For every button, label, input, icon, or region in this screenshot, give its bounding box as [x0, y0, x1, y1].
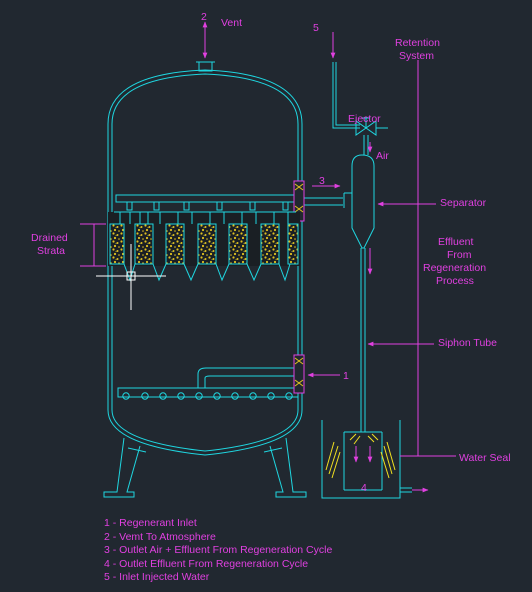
retention-label-line1: Retention — [395, 37, 440, 49]
legend-item-4: 4 - Outlet Effluent From Regeneration Cy… — [104, 558, 308, 570]
legend-item-3: 3 - Outlet Air + Effluent From Regenerat… — [104, 544, 332, 556]
inlet-5-number: 5 — [313, 22, 319, 34]
separator-assembly — [321, 62, 412, 499]
drained-strata-label-line2: Strata — [37, 245, 65, 257]
ejector-label: Ejector — [348, 113, 381, 125]
inlet-1-number: 1 — [343, 370, 349, 382]
drained-strata-label-line1: Drained — [31, 232, 68, 244]
vessel — [107, 61, 303, 456]
legend: 1 - Regenerant Inlet 2 - Vemt To Atmosph… — [104, 517, 332, 583]
water-seal-marks — [325, 433, 396, 479]
bottom-distributor — [117, 354, 305, 400]
cad-cursor — [96, 244, 166, 310]
water-seal-label: Water Seal — [459, 452, 511, 464]
legend-item-1: 1 - Regenerant Inlet — [104, 517, 197, 529]
vessel-legs — [103, 437, 307, 498]
effluent-label-line1: Effluent — [438, 236, 473, 248]
separator-label: Separator — [440, 197, 487, 209]
air-label: Air — [376, 150, 389, 162]
vent-number: 2 — [201, 11, 207, 23]
siphon-tube-label: Siphon Tube — [438, 337, 497, 349]
outlet-4-number: 4 — [361, 482, 367, 494]
retention-line — [400, 60, 456, 457]
effluent-label-line2: From — [447, 249, 472, 261]
vent-label: Vent — [221, 17, 242, 29]
outlet-3-number: 3 — [319, 175, 325, 187]
drained-strata — [108, 211, 300, 282]
legend-item-5: 5 - Inlet Injected Water — [104, 571, 210, 583]
legend-item-2: 2 - Vemt To Atmosphere — [104, 531, 216, 543]
retention-label-line2: System — [399, 50, 434, 62]
effluent-label-line3: Regeneration — [423, 262, 486, 274]
annotation-leaders — [80, 21, 436, 493]
top-distributor — [115, 180, 343, 222]
effluent-label-line4: Process — [436, 275, 474, 287]
